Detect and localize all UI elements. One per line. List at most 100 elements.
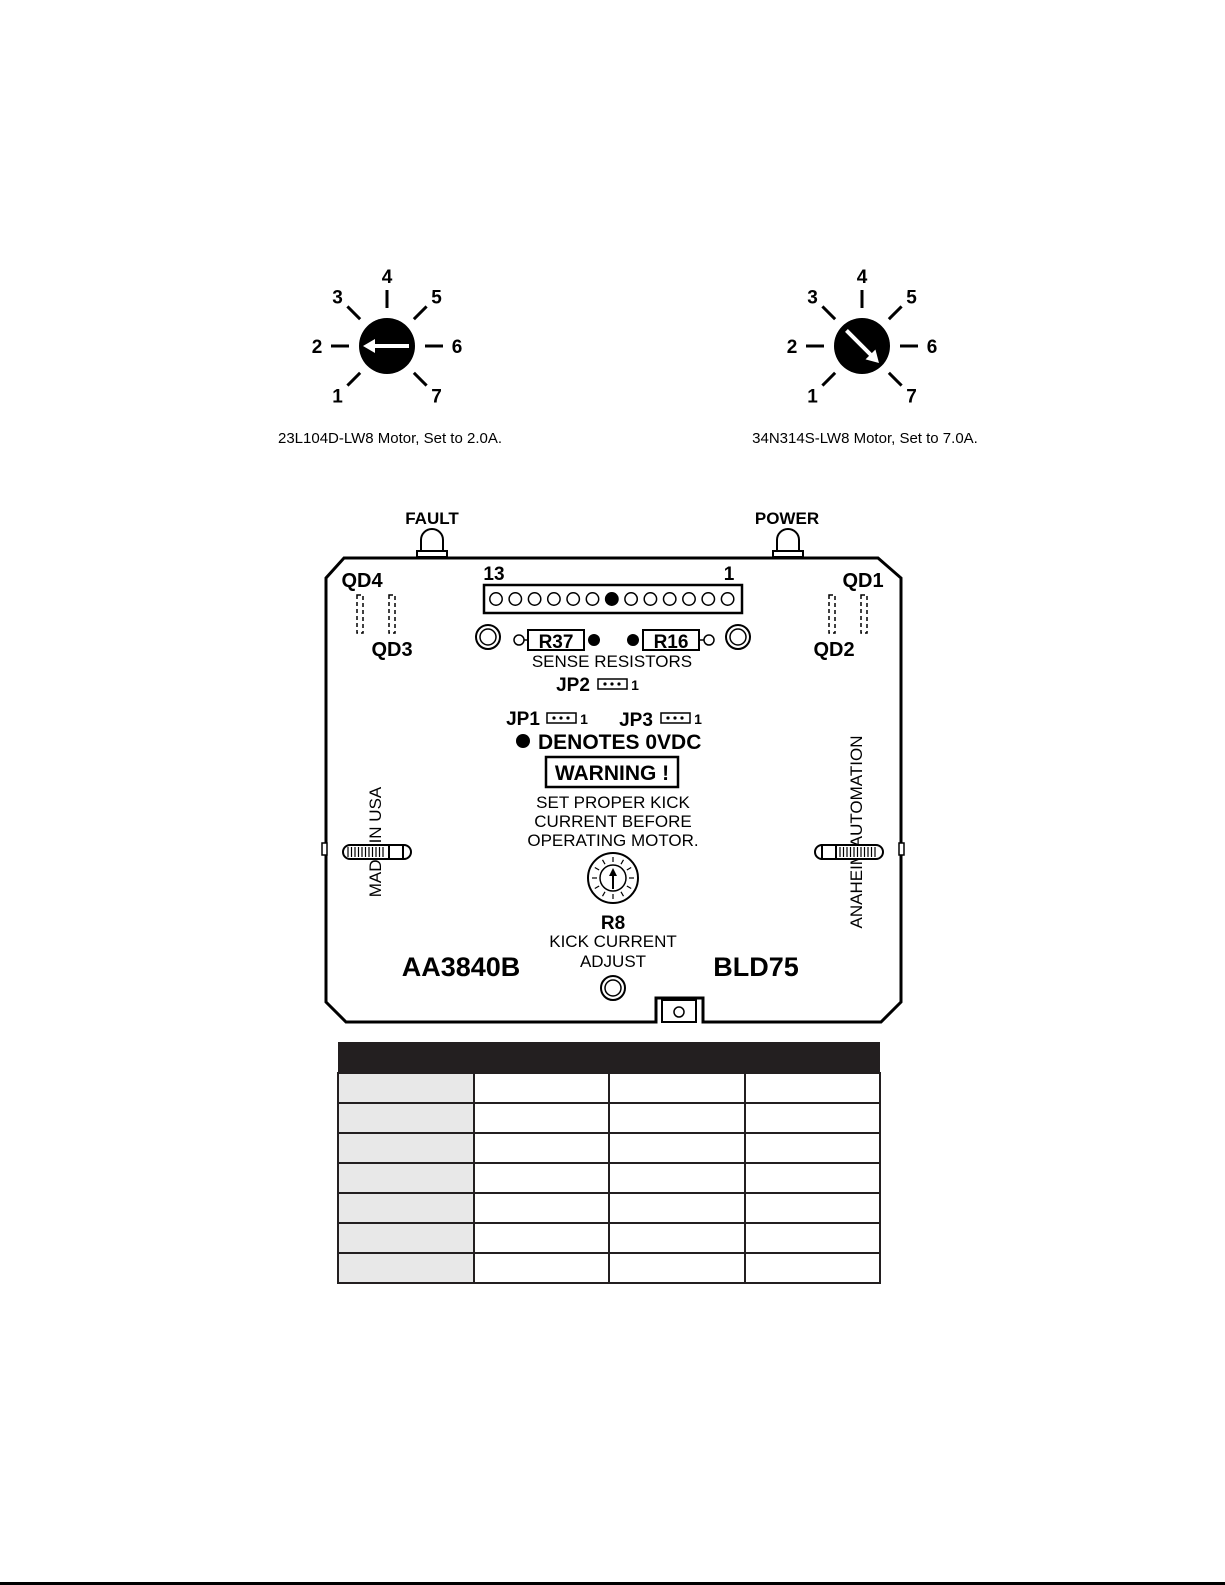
qd4-component (356, 594, 364, 634)
board-outline (324, 556, 903, 1024)
jp2-label: JP2 (556, 675, 590, 696)
power-label: POWER (755, 509, 819, 528)
jp1-jumper (546, 712, 577, 724)
cable-tie-left (342, 844, 412, 860)
dial-tick-7 (412, 371, 428, 387)
table-cell (743, 1132, 881, 1164)
kick-current-label: KICK CURRENT (549, 932, 677, 951)
connector-pin (643, 592, 658, 606)
connector-pin-1-label: 1 (724, 564, 735, 585)
warning-line-3: OPERATING MOTOR. (527, 831, 698, 850)
cable-tie-right (814, 844, 884, 860)
r37-resistor: R37 (513, 629, 600, 653)
dial-pointer-head (865, 349, 879, 363)
table-cell (472, 1132, 610, 1164)
dial-pointer-arrow (845, 329, 877, 361)
dial-number-5: 5 (906, 288, 917, 309)
table-cell (472, 1162, 610, 1194)
warning-line-1: SET PROPER KICK (536, 793, 690, 812)
table-row (337, 1162, 881, 1194)
table-cell (472, 1072, 610, 1104)
dial-number-6: 6 (452, 337, 463, 358)
dial-number-2: 2 (787, 337, 798, 358)
table-cell (743, 1252, 881, 1284)
connector-pins (489, 592, 735, 606)
model-aa3840b: AA3840B (402, 952, 521, 982)
anaheim-automation-label: ANAHEIM AUTOMATION (847, 735, 866, 928)
table-cell (608, 1162, 746, 1194)
table-row (337, 1192, 881, 1224)
r8-label: R8 (601, 913, 625, 934)
connector-pin (527, 592, 542, 606)
connector-pin (585, 592, 600, 606)
table-cell (743, 1222, 881, 1254)
r16-label: R16 (654, 632, 689, 653)
table-header (338, 1042, 880, 1073)
kick-current-table (337, 1042, 881, 1284)
table-cell (608, 1132, 746, 1164)
mounting-hole-right (725, 624, 751, 650)
dial-tick-7 (887, 371, 903, 387)
qd3-component (388, 594, 396, 634)
r8-potentiometer (587, 852, 639, 904)
connector-pin (546, 592, 561, 606)
connector-pin (720, 592, 735, 606)
table-cell (743, 1072, 881, 1104)
fault-label: FAULT (405, 509, 459, 528)
dial-number-2: 2 (312, 337, 323, 358)
dial-left-caption: 23L104D-LW8 Motor, Set to 2.0A. (277, 430, 502, 447)
connector-pin (566, 592, 581, 606)
qd1-label: QD1 (842, 570, 883, 592)
dial-number-3: 3 (807, 288, 818, 309)
mounting-hole-left (475, 624, 501, 650)
dial-number-1: 1 (332, 386, 343, 407)
table-row (337, 1252, 881, 1284)
table-cell (608, 1192, 746, 1224)
warning-label: WARNING ! (555, 762, 669, 785)
jp1-label: JP1 (506, 709, 540, 730)
connector-pin (682, 592, 696, 606)
sense-resistors-label: SENSE RESISTORS (532, 652, 692, 671)
made-in-usa-label: MADE IN USA (366, 786, 385, 897)
table-cell (337, 1252, 475, 1284)
connector-pin (662, 592, 677, 606)
connector-pin (508, 592, 523, 606)
table-cell (472, 1222, 610, 1254)
r16-resistor: R16 (627, 629, 715, 653)
connector-pin (624, 592, 639, 606)
dial-tick-3 (821, 305, 837, 321)
table-cell (472, 1192, 610, 1224)
dial-number-7: 7 (431, 386, 442, 407)
qd4-label: QD4 (341, 570, 383, 592)
table-row (337, 1132, 881, 1164)
qd2-label: QD2 (813, 639, 854, 661)
dial-number-4: 4 (382, 267, 393, 288)
qd3-label: QD3 (371, 639, 412, 661)
table-cell (743, 1162, 881, 1194)
table-cell (337, 1222, 475, 1254)
jp3-label: JP3 (619, 710, 653, 731)
dial-number-3: 3 (332, 288, 343, 309)
table-cell (608, 1252, 746, 1284)
table-cell (337, 1192, 475, 1224)
page-bottom-rule (0, 1582, 1225, 1585)
connector-pin-13-label: 13 (483, 564, 504, 585)
table-cell (337, 1102, 475, 1134)
dial-tick-3 (346, 305, 362, 321)
driver-board-diagram: FAULT POWER QD4 QD3 QD1 QD2 13 1 R37 (321, 509, 905, 1024)
jp2-pin-label: 1 (631, 677, 639, 693)
dial-tick-1 (346, 371, 362, 387)
adjust-label: ADJUST (580, 952, 646, 971)
dial-number-6: 6 (927, 337, 938, 358)
zero-vdc-dot (516, 734, 530, 748)
jp3-pin-label: 1 (694, 711, 702, 727)
connector-pin-0vdc (604, 592, 619, 606)
power-led (772, 528, 804, 558)
table-cell (743, 1102, 881, 1134)
jp3-jumper (660, 712, 691, 724)
table-cell (472, 1102, 610, 1134)
table-row (337, 1222, 881, 1254)
jp2-jumper (597, 678, 628, 690)
